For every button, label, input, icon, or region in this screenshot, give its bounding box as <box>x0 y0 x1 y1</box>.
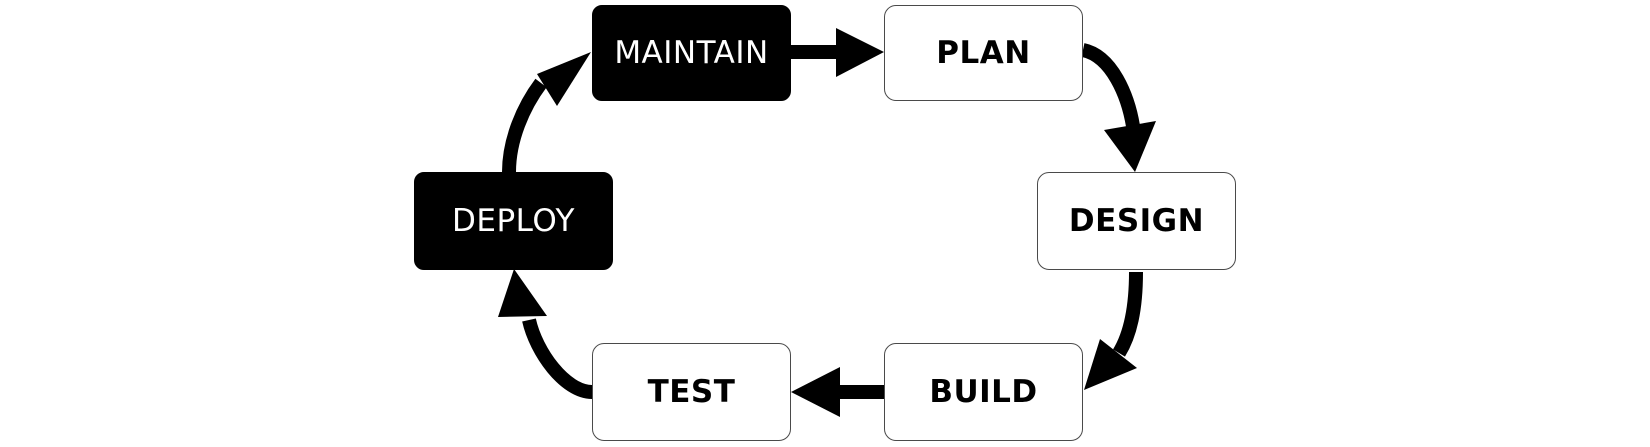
edge-test-deploy <box>522 318 593 399</box>
node-design-label: DESIGN <box>1068 203 1205 239</box>
node-design: DESIGN <box>1037 172 1236 270</box>
edge-design-build <box>1112 271 1143 357</box>
node-test: TEST <box>592 343 791 441</box>
node-maintain: MAINTAIN <box>592 5 791 101</box>
arrowhead-test <box>791 367 840 417</box>
node-build: BUILD <box>884 343 1083 441</box>
node-test-label: TEST <box>647 374 736 410</box>
node-plan: PLAN <box>884 5 1083 101</box>
arrowhead-plan <box>836 28 884 77</box>
arrowhead-design <box>1104 121 1156 172</box>
node-deploy: DEPLOY <box>414 172 613 270</box>
node-maintain-label: MAINTAIN <box>614 35 769 71</box>
node-deploy-label: DEPLOY <box>452 203 575 239</box>
edge-deploy-maintain <box>502 78 547 173</box>
node-build-label: BUILD <box>929 374 1038 410</box>
edge-plan-design <box>1080 43 1140 128</box>
arrowhead-build <box>1084 339 1137 390</box>
node-plan-label: PLAN <box>936 35 1031 71</box>
arrowhead-deploy <box>498 269 547 317</box>
arrowhead-maintain <box>537 52 591 106</box>
